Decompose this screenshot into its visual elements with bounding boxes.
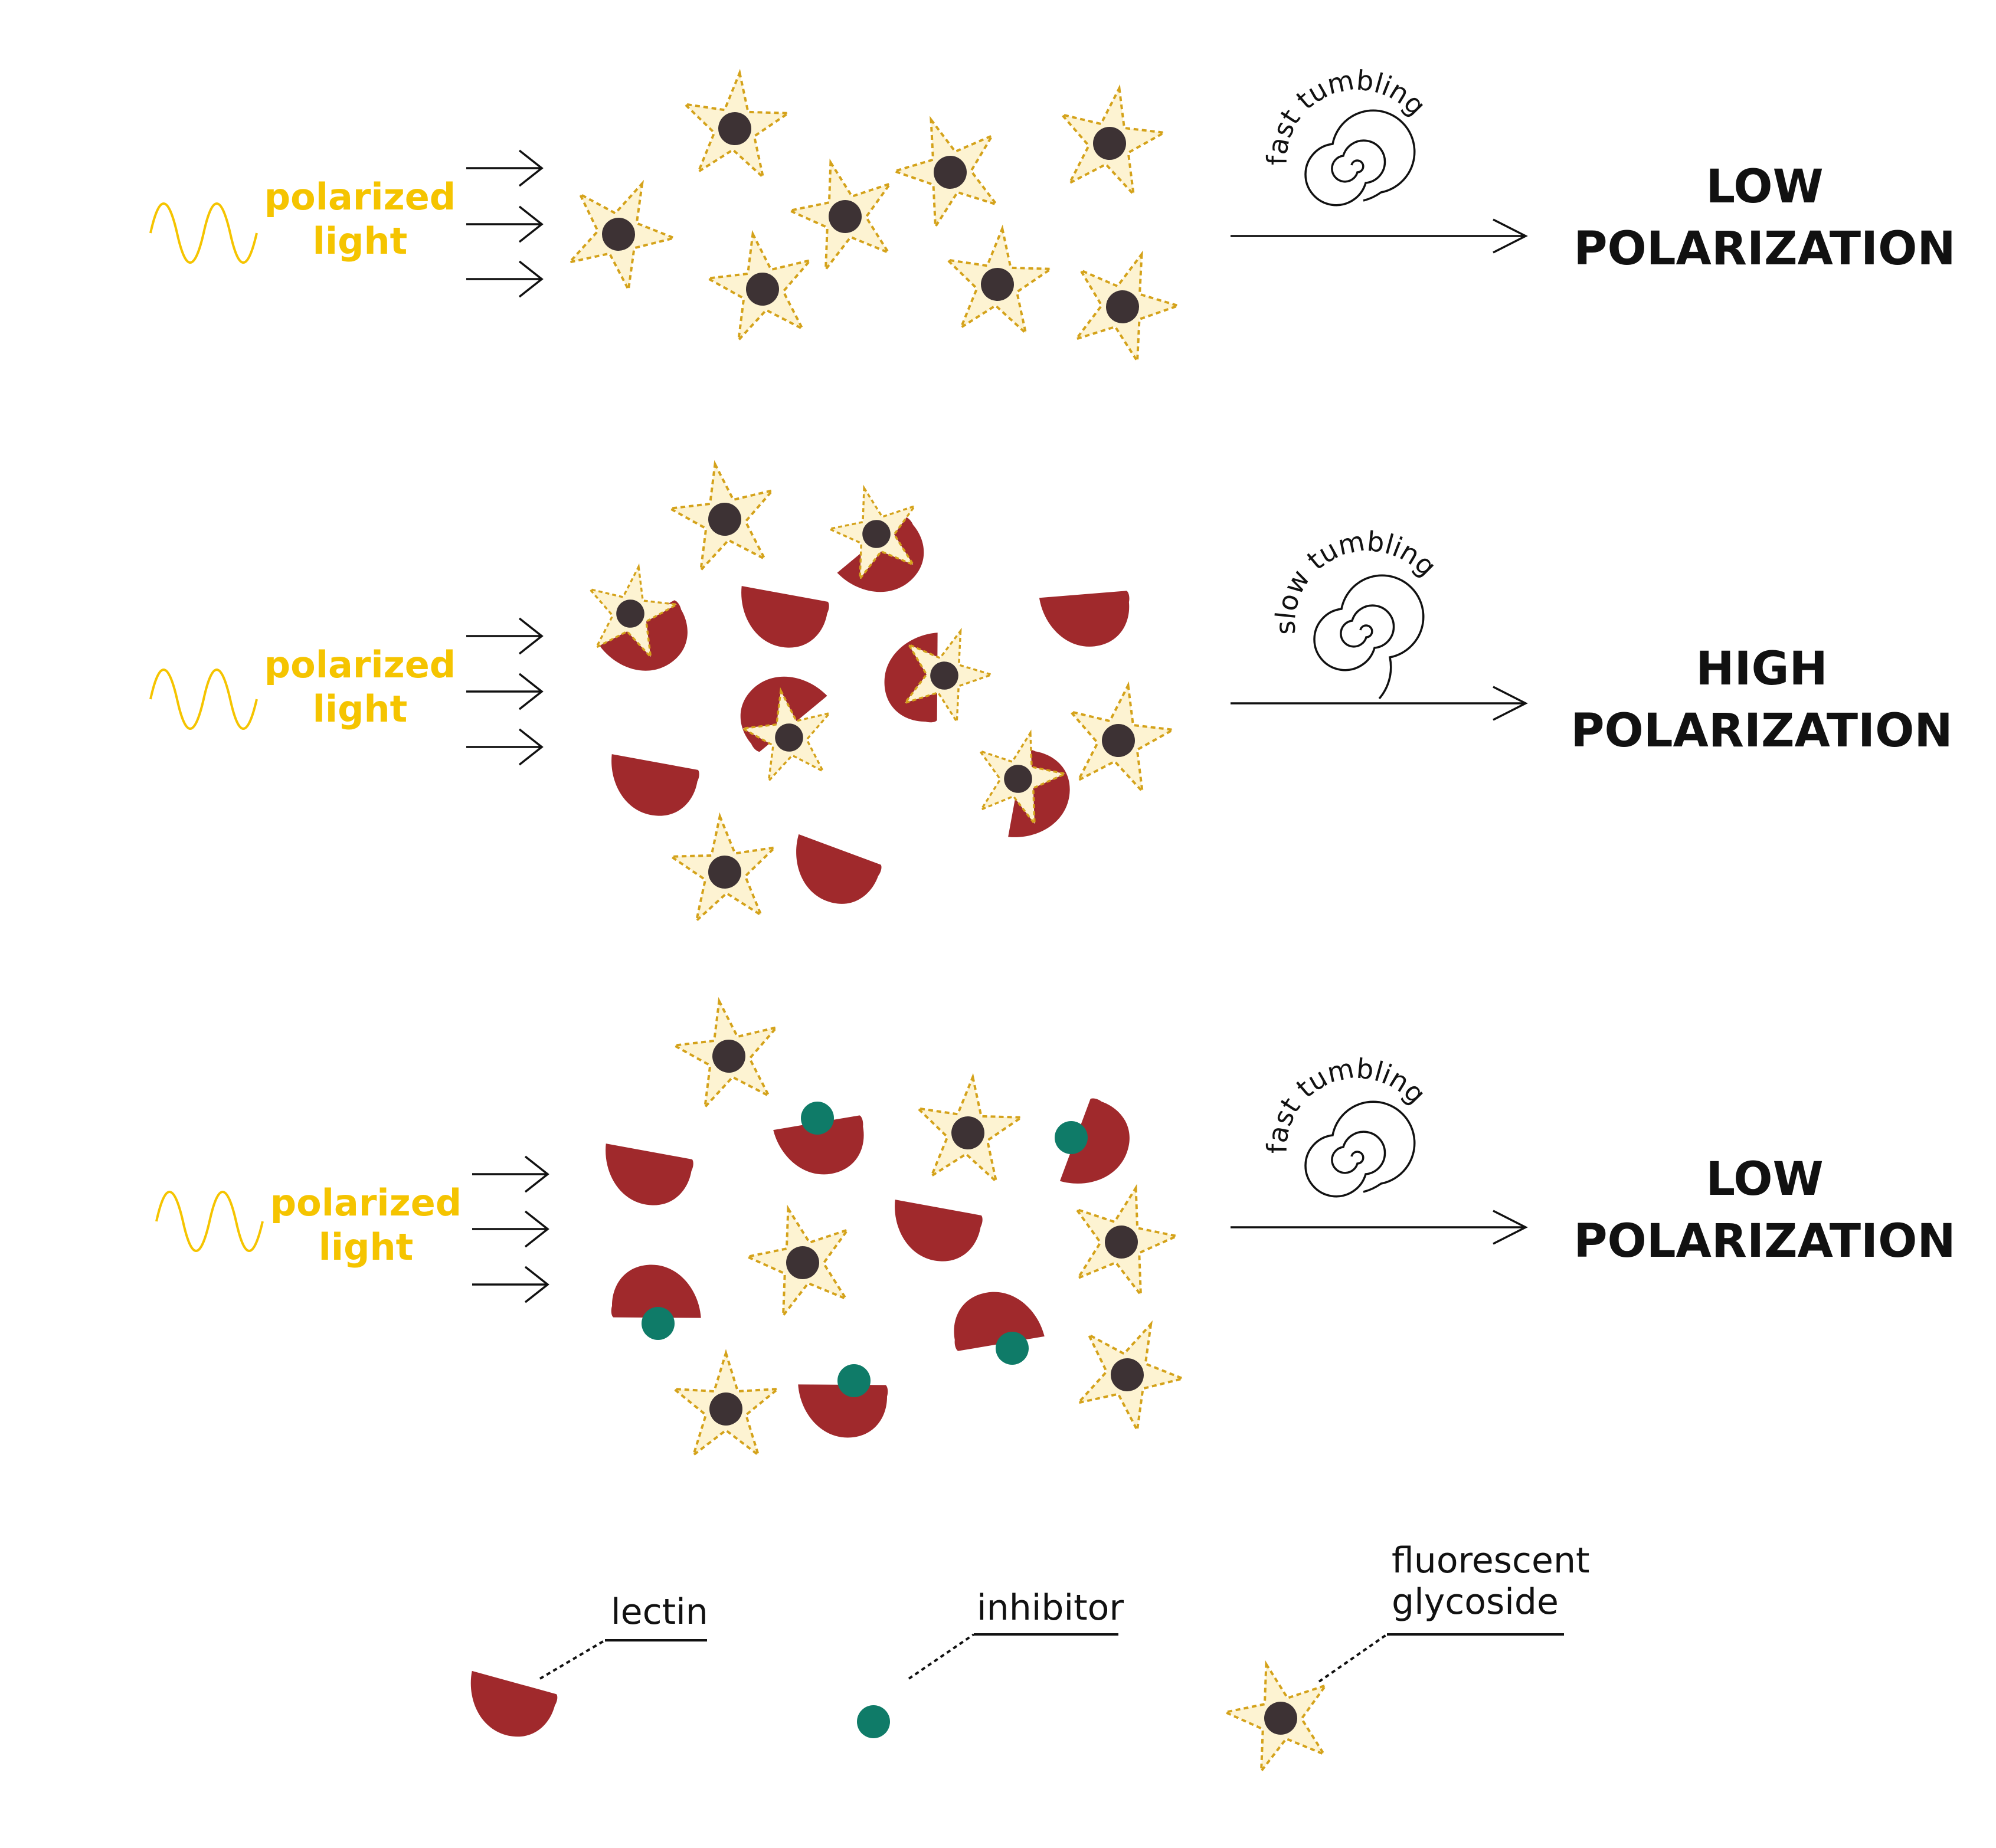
result-label-line1: HIGH [1696, 643, 1828, 696]
legend-glycoside-label-line2: glycoside [1392, 1581, 1559, 1623]
tumbling-label: slow tumbling [1269, 525, 1442, 635]
result-label-line2: POLARIZATION [1573, 1215, 1955, 1268]
star-glycoside-icon [678, 67, 793, 181]
legend: lectin inhibitor fluorescent glycoside [466, 1540, 1590, 1778]
lectin-crescent-icon [606, 728, 709, 828]
result-arrow-icon [1231, 686, 1528, 721]
lectin-crescent-icon [735, 560, 839, 660]
inhibitor-dot-icon [642, 1307, 675, 1340]
panel-1: polarized light fast tumbling LOW POLARI… [149, 64, 1956, 369]
lectin-crescent-icon [1033, 554, 1146, 664]
arrow-icon [466, 205, 544, 243]
molecules [597, 991, 1199, 1456]
result-label-line2: POLARIZATION [1570, 705, 1952, 758]
star-glycoside-icon [662, 454, 786, 575]
star-glycoside-icon [940, 222, 1055, 336]
result-label-line1: LOW [1706, 1153, 1823, 1206]
result-label-line2: POLARIZATION [1573, 222, 1955, 276]
legend-inhibitor-label: inhibitor [977, 1587, 1124, 1629]
light-label-line2: light [313, 219, 408, 263]
result-arrow-icon [1231, 218, 1528, 254]
arrow-icon [472, 1266, 549, 1303]
light-label-line1: polarized [270, 1181, 462, 1224]
arrow-icon [472, 1210, 549, 1248]
light-label-line2: light [313, 687, 408, 730]
wave-icon [155, 1191, 264, 1252]
arrow-icon [466, 673, 544, 710]
inhibitor-dot-icon [996, 1332, 1029, 1365]
star-glycoside-icon [673, 1352, 779, 1456]
wave-icon [149, 202, 258, 264]
lectin-crescent-icon [597, 1248, 707, 1356]
incoming-arrows [466, 149, 544, 298]
star-glycoside-icon [779, 148, 909, 276]
result-arrow-icon [1231, 1210, 1528, 1245]
lectin-crescent-icon [600, 1118, 703, 1218]
star-glycoside-icon [911, 1071, 1026, 1185]
star-glycoside-icon [1056, 235, 1192, 369]
star-glycoside-icon [667, 810, 782, 924]
star-glycoside-icon [1059, 1300, 1199, 1440]
lectin-crescent-icon [466, 1651, 565, 1747]
legend-glycoside-label-line1: fluorescent [1392, 1540, 1590, 1581]
molecules [551, 67, 1192, 369]
molecules [579, 454, 1181, 924]
incoming-arrows [466, 617, 544, 766]
star-glycoside-icon [881, 100, 1016, 235]
arrow-icon [466, 617, 544, 655]
inhibitor-dot-icon [857, 1705, 890, 1738]
wave-icon [149, 669, 258, 730]
star-glycoside-icon [1049, 78, 1172, 199]
incoming-arrows [472, 1155, 549, 1303]
arrow-icon [466, 149, 544, 187]
inhibitor-dot-icon [801, 1102, 834, 1135]
light-label-line1: polarized [264, 643, 456, 686]
spiral-icon [1313, 574, 1425, 700]
lectin-crescent-icon [792, 821, 887, 911]
arrow-icon [472, 1155, 549, 1193]
arrow-icon [466, 728, 544, 766]
star-glycoside-icon [1058, 675, 1181, 797]
lectin-crescent-icon [889, 1174, 993, 1274]
legend-inhibitor: inhibitor [857, 1587, 1124, 1738]
star-glycoside-icon [700, 224, 823, 345]
panel-2: polarized light [149, 454, 1953, 924]
arrow-icon [466, 260, 544, 298]
tumbling-label: fast tumbling [1261, 1052, 1432, 1154]
legend-glycoside: fluorescent glycoside [1215, 1540, 1590, 1778]
legend-lectin-label: lectin [611, 1591, 708, 1633]
result-label-line1: LOW [1706, 160, 1823, 214]
star-glycoside-icon [1215, 1649, 1344, 1778]
panel-3: polarized light [155, 991, 1956, 1456]
star-glycoside-icon [666, 991, 790, 1112]
inhibitor-dot-icon [1055, 1121, 1088, 1154]
spiral-icon [1304, 109, 1416, 207]
lectin-crescent-icon [792, 1346, 902, 1454]
star-glycoside-icon [551, 160, 691, 299]
spiral-icon [1304, 1100, 1416, 1198]
legend-lectin: lectin [466, 1591, 708, 1747]
inhibitor-dot-icon [837, 1364, 871, 1397]
light-label-line1: polarized [264, 175, 456, 218]
star-glycoside-icon [1058, 1173, 1187, 1302]
lectin-crescent-icon [937, 1273, 1050, 1385]
star-glycoside-icon [737, 1194, 866, 1322]
lectin-crescent-icon [768, 1081, 881, 1193]
light-label-line2: light [319, 1226, 414, 1269]
